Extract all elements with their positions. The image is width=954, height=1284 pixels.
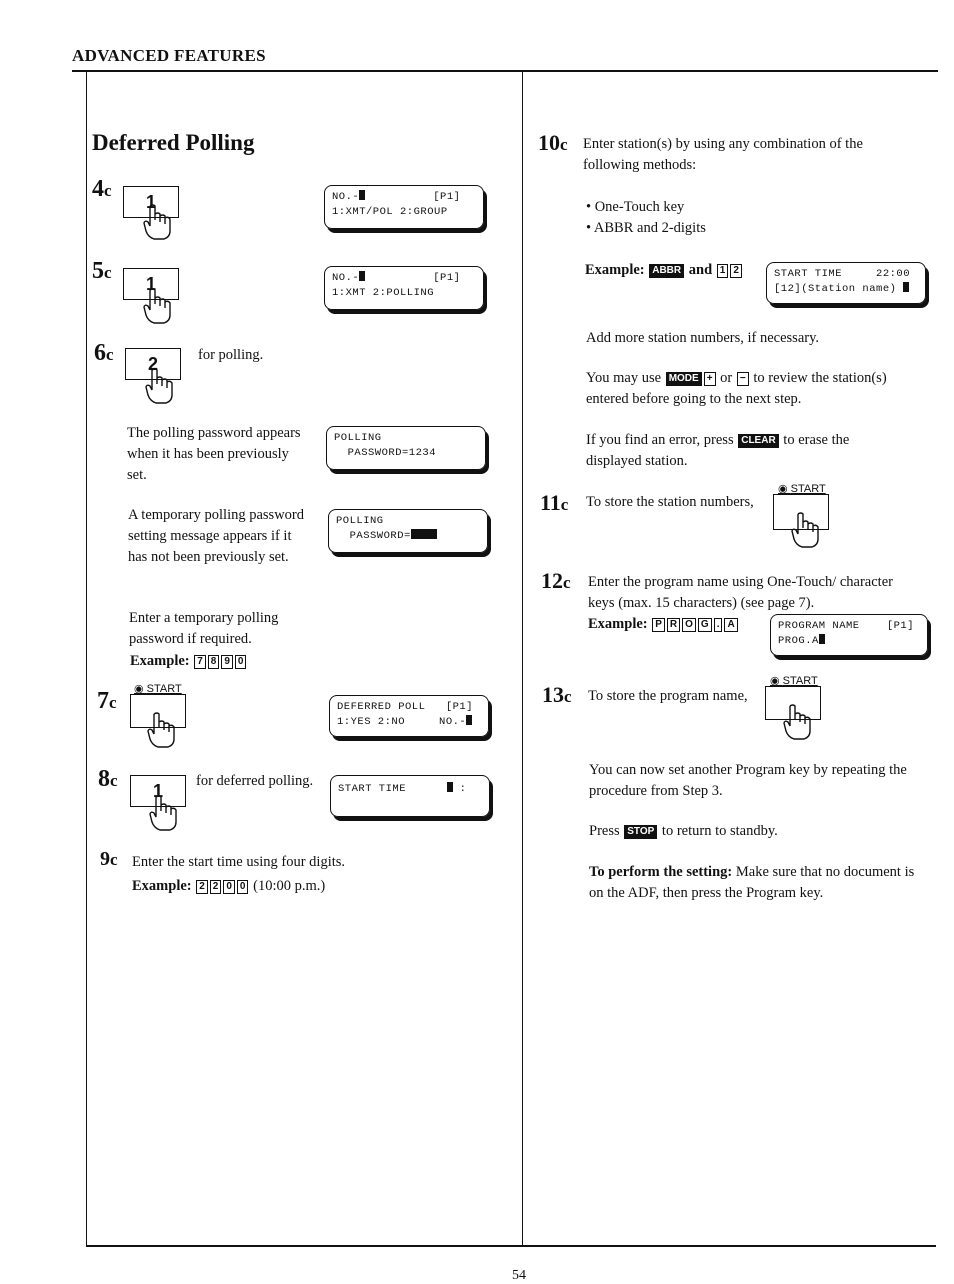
lcd-display-step10: START TIME 22:00 [12](Station name)	[766, 262, 926, 304]
pressing-hand-icon	[147, 712, 175, 748]
password-set-text: The polling password appears when it has…	[127, 425, 301, 483]
press-stop-text: Press STOP to return to standby.	[589, 823, 778, 839]
step-10-text: Enter station(s) by using any combinatio…	[583, 136, 863, 173]
start-key-button	[765, 686, 821, 720]
step-8-text: for deferred polling.	[196, 773, 314, 789]
step-8-label: 8c	[98, 766, 118, 792]
perform-setting-text: To perform the setting: Make sure that n…	[589, 864, 915, 901]
step-13-label: 13c	[542, 682, 572, 707]
section-header: ADVANCED FEATURES	[72, 46, 266, 65]
step-11-text: To store the station numbers,	[586, 494, 754, 510]
step-12-text: Enter the program name using One-Touch/ …	[588, 574, 893, 611]
start-key-label: ◉ START	[770, 675, 818, 687]
step-5-label: 5c	[92, 258, 112, 284]
pressing-hand-icon	[783, 704, 811, 740]
lcd-display-step8: START TIME :	[330, 775, 490, 817]
lcd-display-step4: NO.- [P1] 1:XMT/POL 2:GROUP	[324, 185, 484, 229]
step-10-label: 10c	[538, 130, 568, 155]
lcd-display-step5: NO.- [P1] 1:XMT 2:POLLING	[324, 266, 484, 310]
key-1-button: 1	[123, 186, 179, 218]
pressing-hand-icon	[791, 512, 819, 548]
pressing-hand-icon	[143, 204, 171, 240]
start-key-label: ◉ START	[134, 683, 182, 695]
key-2-button: 2	[125, 348, 181, 380]
step-9-text: Enter the start time using four digits.	[132, 854, 346, 870]
add-more-text: Add more station numbers, if necessary.	[586, 330, 820, 346]
step-9-label: 9c	[100, 848, 118, 870]
page-title: Deferred Polling	[92, 130, 255, 155]
step-6-text: for polling.	[198, 347, 264, 363]
error-text: If you find an error, press CLEAR to era…	[586, 432, 850, 469]
start-key-button	[130, 694, 186, 728]
pressing-hand-icon	[149, 795, 177, 831]
key-1-button: 1	[130, 775, 186, 807]
review-text: You may use MODE+ or − to review the sta…	[586, 370, 887, 407]
frame-column-divider	[522, 72, 523, 1246]
page-number: 54	[512, 1268, 526, 1283]
step-4-label: 4c	[92, 176, 112, 202]
step-6-label: 6c	[94, 340, 114, 366]
enter-password-text: Enter a temporary polling password if re…	[129, 610, 279, 647]
lcd-display-step12: PROGRAM NAME [P1] PROG.A	[770, 614, 928, 656]
header-rule	[72, 70, 938, 72]
lcd-display-password-temp: POLLING PASSWORD=	[328, 509, 488, 553]
start-key-button	[773, 494, 829, 530]
bullet-item: • One-Touch key	[586, 199, 685, 215]
step-13-text: To store the program name,	[588, 688, 748, 704]
step-11-label: 11c	[540, 490, 569, 515]
step-7-label: 7c	[97, 688, 117, 714]
repeat-text: You can now set another Program key by r…	[589, 762, 907, 799]
password-temp-text: A temporary polling password setting mes…	[128, 507, 304, 565]
frame-bottom-line	[86, 1245, 936, 1247]
frame-left-line	[86, 72, 87, 1246]
pressing-hand-icon	[143, 288, 171, 324]
key-1-button: 1	[123, 268, 179, 300]
lcd-display-password-set: POLLING PASSWORD=1234	[326, 426, 486, 470]
step-12-label: 12c	[541, 568, 571, 593]
start-key-label: ◉ START	[778, 483, 826, 495]
bullet-item: • ABBR and 2-digits	[586, 220, 706, 236]
lcd-display-step7: DEFERRED POLL [P1] 1:YES 2:NO NO.-	[329, 695, 489, 737]
pressing-hand-icon	[145, 368, 173, 404]
